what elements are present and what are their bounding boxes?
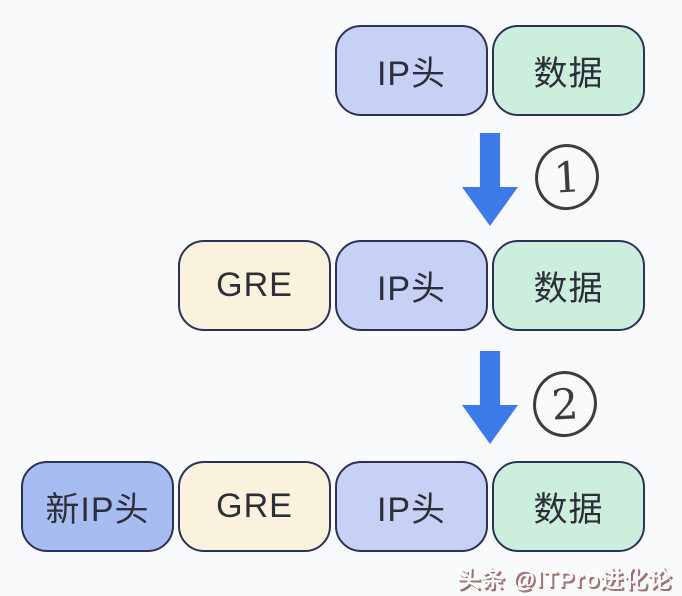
box-label: IP头 [376,55,447,93]
box-data: 数据 [492,25,645,116]
box-label: IP头 [376,270,447,308]
step-1-badge: 1 [533,142,601,212]
box-label: GRE [216,487,293,525]
step-number: 2 [550,378,580,430]
watermark: 头条 @ITPro进化论 [457,566,672,592]
box-ip-header: IP头 [335,25,488,116]
packet-row-new-ip-encapsulated: 新IP头 GRE IP头 数据 [21,461,645,552]
packet-row-original: IP头 数据 [335,25,645,116]
down-arrow-step2-icon [462,351,518,444]
box-label: IP头 [376,491,447,529]
box-label: GRE [216,266,293,304]
box-data: 数据 [492,461,645,552]
box-data: 数据 [492,240,645,331]
box-label: 新IP头 [45,491,150,529]
box-new-ip-header: 新IP头 [21,461,174,552]
down-arrow-step1-icon [462,133,518,226]
box-label: 数据 [533,55,604,93]
box-ip-header: IP头 [335,461,488,552]
box-ip-header: IP头 [335,240,488,331]
box-label: 数据 [533,491,604,529]
step-2-badge: 2 [531,369,599,439]
step-number: 1 [552,151,582,203]
box-gre-header: GRE [178,240,331,331]
box-gre-header: GRE [178,461,331,552]
box-label: 数据 [533,270,604,308]
packet-row-gre-encapsulated: GRE IP头 数据 [178,240,645,331]
